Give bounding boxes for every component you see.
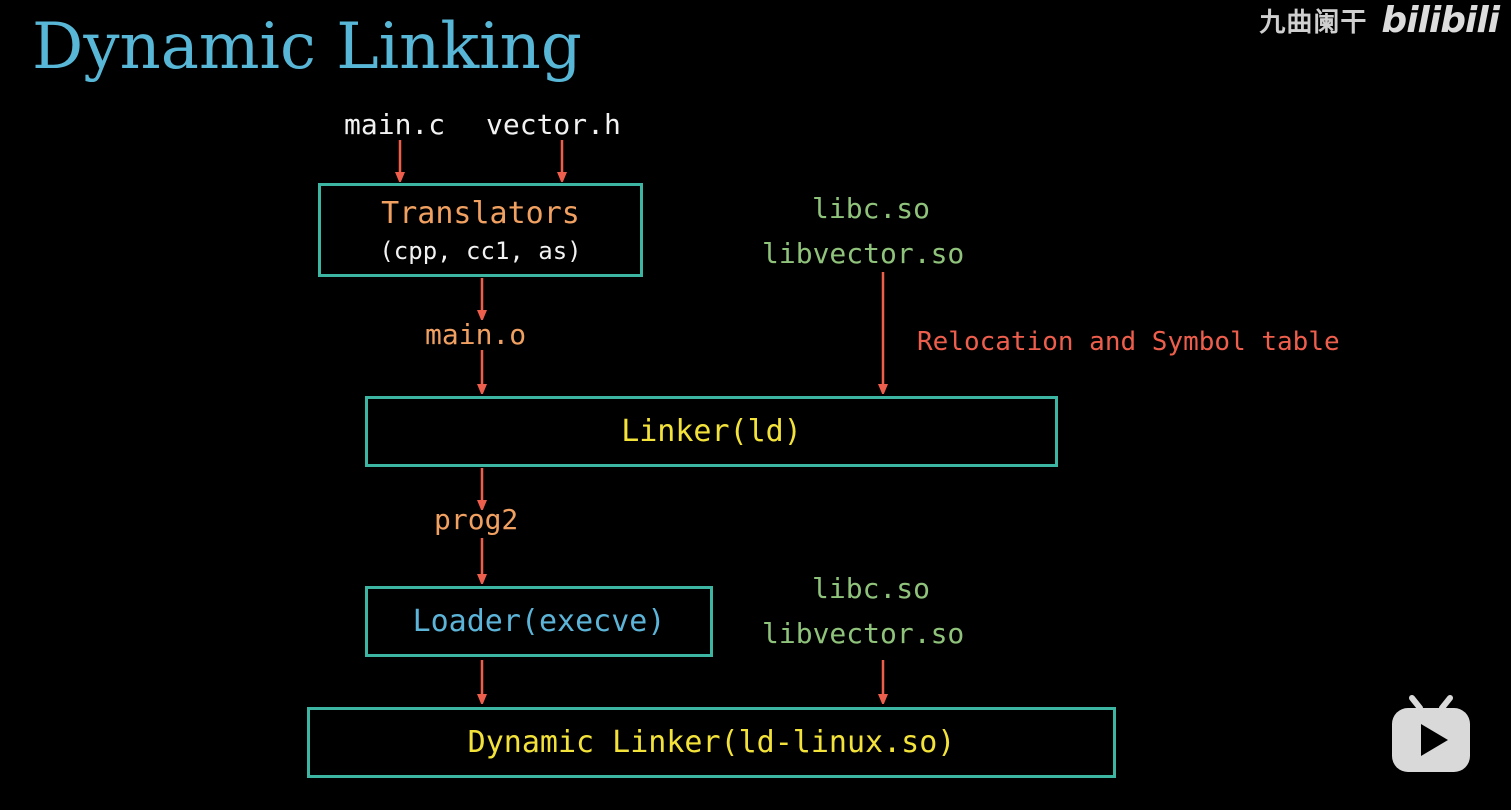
relocation-note: Relocation and Symbol table	[917, 327, 1340, 357]
prog2-label: prog2	[434, 503, 519, 536]
translators-sub: (cpp, cc1, as)	[379, 236, 582, 265]
lib-top-libvector: libvector.so	[762, 237, 965, 270]
translators-label: Translators	[381, 195, 580, 231]
translators-box: Translators (cpp, cc1, as)	[318, 183, 643, 277]
slide-title: Dynamic Linking	[32, 10, 582, 84]
dynamic-linker-box: Dynamic Linker(ld-linux.so)	[307, 707, 1116, 778]
linker-label: Linker(ld)	[621, 414, 802, 449]
linker-box: Linker(ld)	[365, 396, 1058, 467]
lib-bottom-libvector: libvector.so	[762, 617, 965, 650]
main-o-label: main.o	[425, 318, 527, 351]
dynamic-linker-label: Dynamic Linker(ld-linux.so)	[467, 725, 956, 760]
loader-label: Loader(execve)	[412, 604, 666, 639]
source-vector-h: vector.h	[486, 108, 621, 141]
play-icon[interactable]	[1390, 694, 1472, 774]
lib-top-libc: libc.so	[812, 192, 931, 225]
watermark-text: 九曲阑干	[1259, 7, 1368, 38]
source-main-c: main.c	[344, 108, 446, 141]
loader-box: Loader(execve)	[365, 586, 713, 657]
bilibili-logo: bilibili	[1381, 0, 1500, 41]
lib-bottom-libc: libc.so	[812, 572, 931, 605]
watermark: 九曲阑干 bilibili	[1259, 0, 1500, 41]
